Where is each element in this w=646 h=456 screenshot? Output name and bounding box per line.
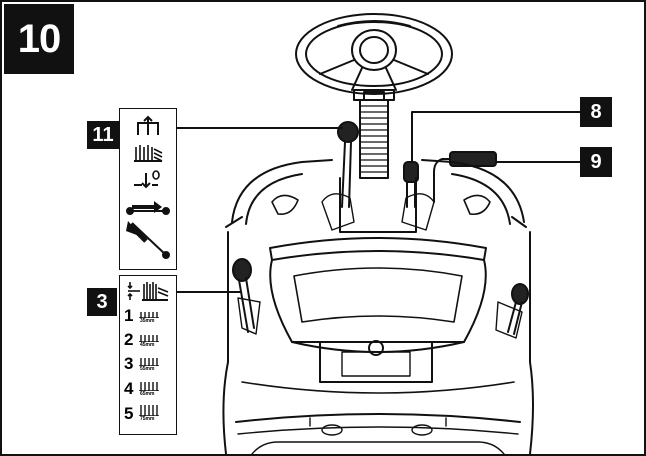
cutting-height-row-4: 4 65mm (124, 380, 160, 397)
grass-blades-icon (139, 312, 159, 318)
grass-blades-icon (139, 358, 159, 366)
steering-column (359, 91, 389, 179)
callout-9: 9 (580, 147, 612, 177)
grass-cutting-icon (134, 145, 163, 162)
grass-blades-icon (139, 335, 159, 342)
deck-lift-lever (337, 121, 359, 208)
height-level: 5 (124, 404, 134, 423)
height-mm: 65mm (140, 391, 155, 397)
cutting-height-row-5: 5 75mm (124, 404, 160, 422)
callout-11: 11 (87, 121, 119, 149)
height-mm: 35mm (140, 318, 155, 324)
grass-blades-icon (139, 405, 159, 416)
right-side-knob (495, 283, 529, 339)
cutting-height-panel: 1 35mm 2 45mm 3 55mm 4 65mm (119, 275, 177, 435)
figure-number-badge: 10 (4, 4, 74, 74)
steering-wheel (295, 13, 453, 101)
height-level: 2 (124, 330, 134, 349)
cutting-height-row-2: 2 45mm (124, 330, 160, 349)
height-level: 3 (124, 354, 134, 373)
height-mm: 45mm (140, 342, 155, 348)
leader-lines (174, 111, 581, 293)
callout-8: 8 (580, 97, 612, 127)
cutting-height-icon (127, 282, 169, 301)
cutting-height-row-3: 3 55mm (124, 354, 160, 373)
deck-lower-zero-icon (134, 170, 160, 189)
lever-path-icon (126, 201, 170, 259)
height-level: 4 (124, 379, 134, 398)
grass-blades-icon (139, 382, 159, 391)
callout-3: 3 (87, 288, 117, 316)
leader-8 (411, 111, 581, 163)
cutting-height-lever (232, 258, 261, 335)
height-level: 1 (124, 306, 134, 325)
deck-raise-icon (137, 115, 159, 135)
deck-lift-symbol-panel (119, 108, 177, 270)
dashboard-body (225, 159, 531, 363)
seat (269, 237, 487, 353)
mower-lower-body (222, 340, 534, 454)
height-mm: 55mm (140, 366, 155, 372)
height-mm: 75mm (140, 416, 155, 422)
cutting-height-row-1: 1 35mm (124, 306, 160, 325)
